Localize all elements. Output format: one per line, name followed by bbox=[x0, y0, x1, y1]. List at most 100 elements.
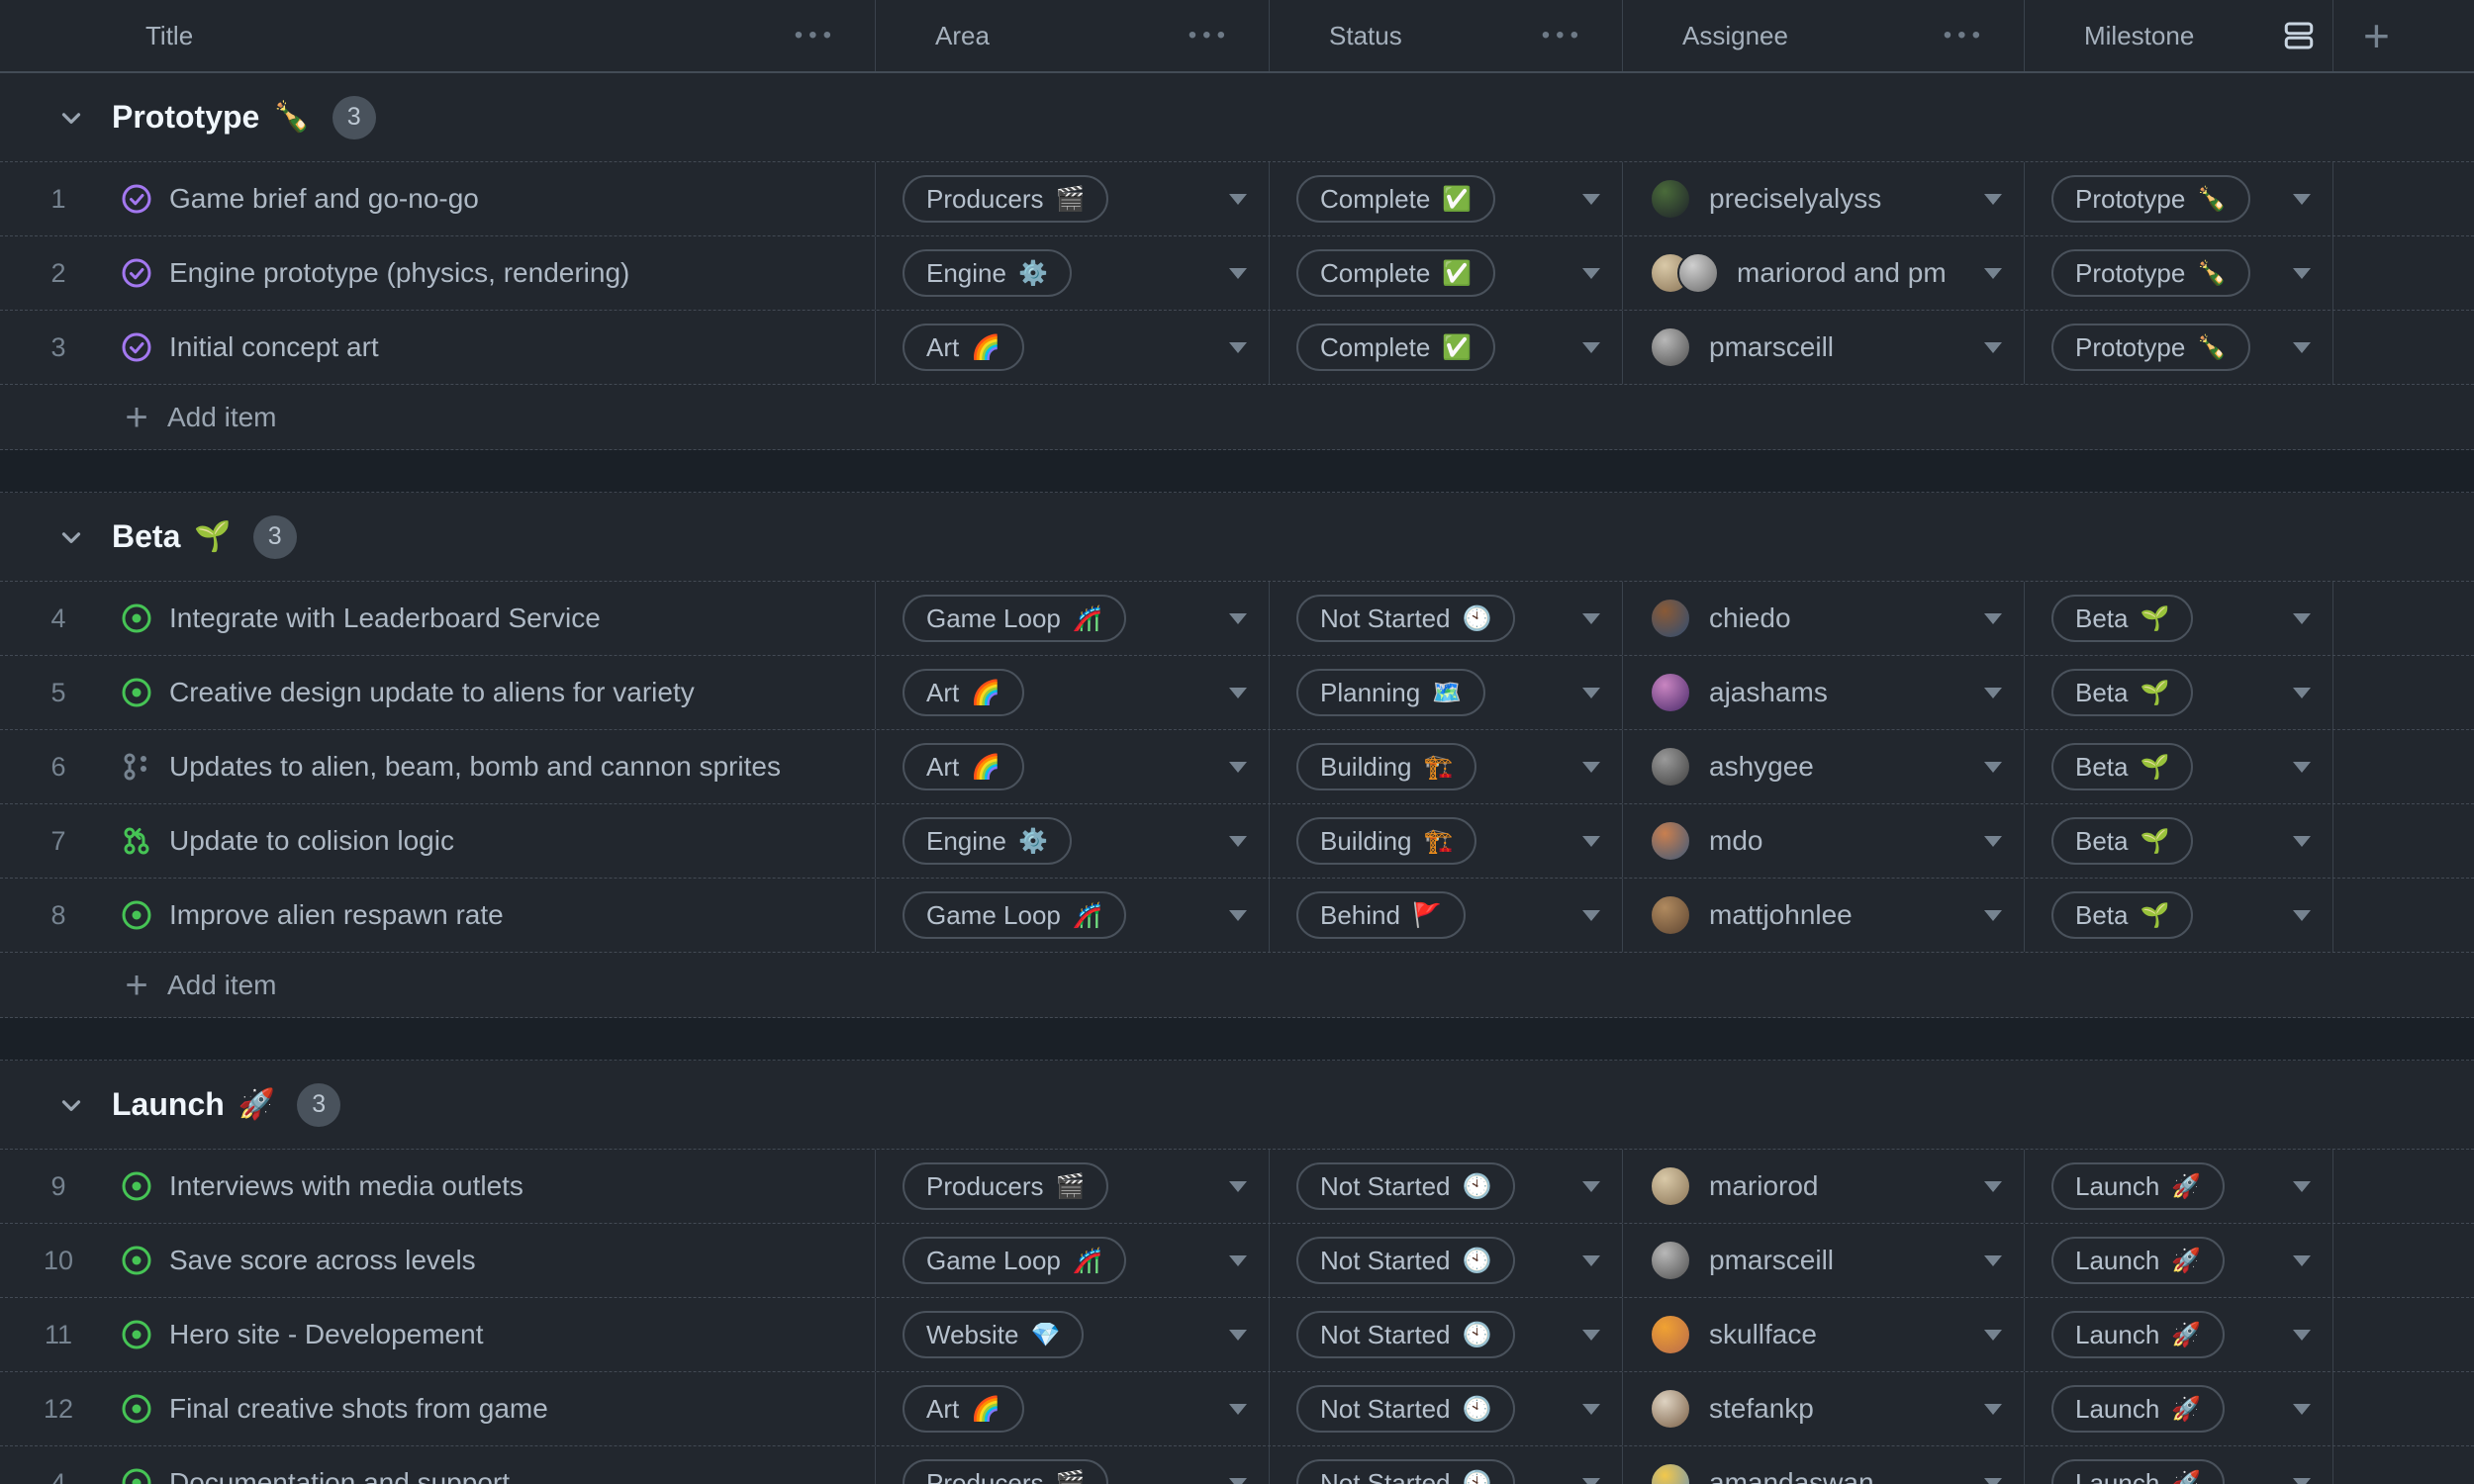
status-pill[interactable]: Not Started 🕙 bbox=[1296, 1459, 1516, 1484]
milestone-pill[interactable]: Launch 🚀 bbox=[2051, 1311, 2226, 1358]
area-pill[interactable]: Game Loop 🎢 bbox=[903, 1237, 1126, 1284]
group-header[interactable]: Beta 🌱 3 bbox=[0, 493, 2474, 582]
assignee-cell[interactable]: mdo bbox=[1623, 804, 2025, 878]
milestone-cell[interactable]: Launch 🚀 bbox=[2025, 1446, 2333, 1484]
item-title[interactable]: Integrate with Leaderboard Service bbox=[169, 603, 601, 633]
dropdown-caret-icon[interactable] bbox=[1229, 1403, 1247, 1415]
title-cell[interactable]: 11 bbox=[0, 1298, 876, 1371]
assignee-cell[interactable]: mattjohnlee bbox=[1623, 879, 2025, 952]
dropdown-caret-icon[interactable] bbox=[1582, 1477, 1600, 1484]
title-cell[interactable]: 4 bbox=[0, 582, 876, 655]
area-cell[interactable]: Art 🌈 bbox=[876, 311, 1270, 384]
milestone-cell[interactable]: Launch 🚀 bbox=[2025, 1224, 2333, 1297]
dropdown-caret-icon[interactable] bbox=[1229, 267, 1247, 279]
milestone-cell[interactable]: Prototype 🍾 bbox=[2025, 311, 2333, 384]
milestone-cell[interactable]: Launch 🚀 bbox=[2025, 1150, 2333, 1223]
title-cell[interactable]: 12 bbox=[0, 1372, 876, 1445]
dropdown-caret-icon[interactable] bbox=[2293, 1254, 2311, 1266]
title-cell[interactable]: 9 bbox=[0, 1150, 876, 1223]
status-pill[interactable]: Complete ✅ bbox=[1296, 324, 1496, 371]
dropdown-caret-icon[interactable] bbox=[1582, 909, 1600, 921]
area-pill[interactable]: Art 🌈 bbox=[903, 743, 1025, 790]
title-cell[interactable]: 8 bbox=[0, 879, 876, 952]
add-item-row[interactable]: + Add item bbox=[0, 385, 2474, 450]
dropdown-caret-icon[interactable] bbox=[2293, 1180, 2311, 1192]
dropdown-caret-icon[interactable] bbox=[1984, 1403, 2002, 1415]
milestone-cell[interactable]: Beta 🌱 bbox=[2025, 879, 2333, 952]
assignee-cell[interactable]: amandaswan bbox=[1623, 1446, 2025, 1484]
assignee-cell[interactable]: stefankp bbox=[1623, 1372, 2025, 1445]
area-cell[interactable]: Website 💎 bbox=[876, 1298, 1270, 1371]
dropdown-caret-icon[interactable] bbox=[1229, 1477, 1247, 1484]
dropdown-caret-icon[interactable] bbox=[1984, 1329, 2002, 1341]
status-pill[interactable]: Building 🏗️ bbox=[1296, 743, 1477, 790]
dropdown-caret-icon[interactable] bbox=[2293, 835, 2311, 847]
milestone-pill[interactable]: Beta 🌱 bbox=[2051, 743, 2194, 790]
column-menu-icon[interactable]: ••• bbox=[1943, 22, 1986, 48]
dropdown-caret-icon[interactable] bbox=[2293, 612, 2311, 624]
status-cell[interactable]: Not Started 🕙 bbox=[1270, 582, 1623, 655]
status-pill[interactable]: Not Started 🕙 bbox=[1296, 1311, 1516, 1358]
area-cell[interactable]: Art 🌈 bbox=[876, 1372, 1270, 1445]
dropdown-caret-icon[interactable] bbox=[2293, 1477, 2311, 1484]
dropdown-caret-icon[interactable] bbox=[1984, 267, 2002, 279]
title-cell[interactable]: 6 bbox=[0, 730, 876, 803]
dropdown-caret-icon[interactable] bbox=[1984, 193, 2002, 205]
item-title[interactable]: Creative design update to aliens for var… bbox=[169, 677, 695, 707]
title-cell[interactable]: 10 bbox=[0, 1224, 876, 1297]
assignee-cell[interactable]: ajashams bbox=[1623, 656, 2025, 729]
chevron-down-icon[interactable] bbox=[56, 522, 86, 552]
milestone-pill[interactable]: Launch 🚀 bbox=[2051, 1459, 2226, 1484]
milestone-pill[interactable]: Prototype 🍾 bbox=[2051, 175, 2251, 223]
item-title[interactable]: Improve alien respawn rate bbox=[169, 899, 504, 930]
add-item-row[interactable]: + Add item bbox=[0, 953, 2474, 1018]
dropdown-caret-icon[interactable] bbox=[1582, 1403, 1600, 1415]
status-pill[interactable]: Planning 🗺️ bbox=[1296, 669, 1486, 716]
dropdown-caret-icon[interactable] bbox=[1984, 761, 2002, 773]
assignee-cell[interactable]: chiedo bbox=[1623, 582, 2025, 655]
dropdown-caret-icon[interactable] bbox=[1582, 761, 1600, 773]
item-title[interactable]: Final creative shots from game bbox=[169, 1393, 548, 1424]
status-cell[interactable]: Planning 🗺️ bbox=[1270, 656, 1623, 729]
dropdown-caret-icon[interactable] bbox=[1229, 909, 1247, 921]
dropdown-caret-icon[interactable] bbox=[2293, 267, 2311, 279]
dropdown-caret-icon[interactable] bbox=[1984, 1180, 2002, 1192]
dropdown-caret-icon[interactable] bbox=[1984, 835, 2002, 847]
area-cell[interactable]: Game Loop 🎢 bbox=[876, 1224, 1270, 1297]
area-pill[interactable]: Engine ⚙️ bbox=[903, 817, 1072, 865]
title-cell[interactable]: 1 bbox=[0, 162, 876, 235]
assignee-cell[interactable]: pmarsceill bbox=[1623, 1224, 2025, 1297]
status-pill[interactable]: Building 🏗️ bbox=[1296, 817, 1477, 865]
dropdown-caret-icon[interactable] bbox=[1582, 341, 1600, 353]
milestone-pill[interactable]: Launch 🚀 bbox=[2051, 1237, 2226, 1284]
milestone-pill[interactable]: Prototype 🍾 bbox=[2051, 249, 2251, 297]
area-cell[interactable]: Game Loop 🎢 bbox=[876, 582, 1270, 655]
status-pill[interactable]: Not Started 🕙 bbox=[1296, 595, 1516, 642]
assignee-cell[interactable]: preciselyalyss bbox=[1623, 162, 2025, 235]
area-cell[interactable]: Game Loop 🎢 bbox=[876, 879, 1270, 952]
milestone-pill[interactable]: Launch 🚀 bbox=[2051, 1385, 2226, 1433]
milestone-pill[interactable]: Beta 🌱 bbox=[2051, 817, 2194, 865]
area-pill[interactable]: Engine ⚙️ bbox=[903, 249, 1072, 297]
area-pill[interactable]: Art 🌈 bbox=[903, 669, 1025, 716]
chevron-down-icon[interactable] bbox=[56, 1090, 86, 1120]
dropdown-caret-icon[interactable] bbox=[2293, 687, 2311, 698]
title-cell[interactable]: 3 bbox=[0, 311, 876, 384]
dropdown-caret-icon[interactable] bbox=[1582, 267, 1600, 279]
item-title[interactable]: Interviews with media outlets bbox=[169, 1170, 523, 1201]
area-pill[interactable]: Game Loop 🎢 bbox=[903, 891, 1126, 939]
dropdown-caret-icon[interactable] bbox=[1984, 687, 2002, 698]
title-cell[interactable]: 2 bbox=[0, 236, 876, 310]
assignee-cell[interactable]: mariorod and pm bbox=[1623, 236, 2025, 310]
area-pill[interactable]: Producers 🎬 bbox=[903, 1162, 1109, 1210]
status-pill[interactable]: Complete ✅ bbox=[1296, 249, 1496, 297]
column-menu-icon[interactable]: ••• bbox=[794, 22, 837, 48]
dropdown-caret-icon[interactable] bbox=[2293, 1329, 2311, 1341]
assignee-cell[interactable]: mariorod bbox=[1623, 1150, 2025, 1223]
dropdown-caret-icon[interactable] bbox=[1582, 193, 1600, 205]
dropdown-caret-icon[interactable] bbox=[1582, 687, 1600, 698]
status-cell[interactable]: Building 🏗️ bbox=[1270, 730, 1623, 803]
dropdown-caret-icon[interactable] bbox=[1229, 193, 1247, 205]
dropdown-caret-icon[interactable] bbox=[2293, 341, 2311, 353]
dropdown-caret-icon[interactable] bbox=[1229, 761, 1247, 773]
